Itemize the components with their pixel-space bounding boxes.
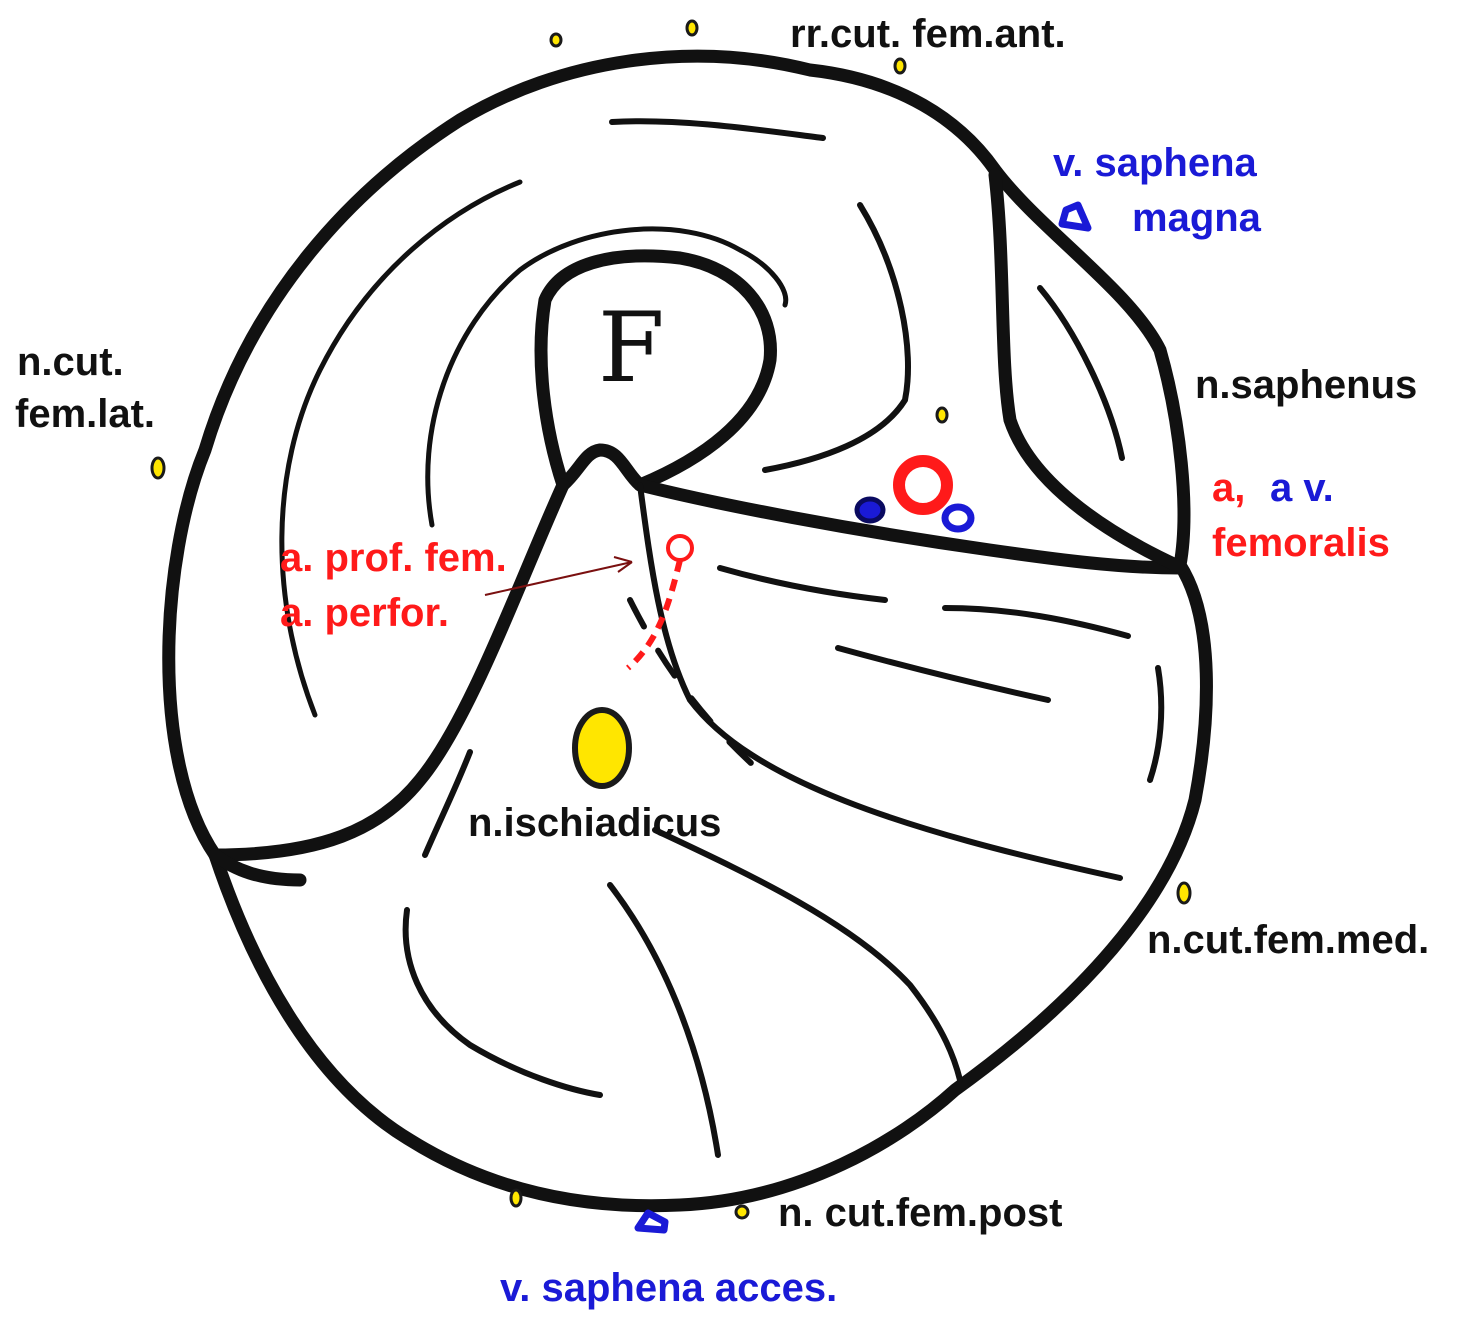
femur-label: F xyxy=(598,300,665,396)
adductor-line-2 xyxy=(945,608,1128,636)
nerve-dot-lateral xyxy=(152,458,164,478)
label-n-ischiadicus: n.ischiadicus xyxy=(468,803,721,843)
adductor-line-3 xyxy=(838,648,1048,700)
label-femoralis: femoralis xyxy=(1212,523,1390,563)
nerve-dot-top-2 xyxy=(687,21,697,35)
medial-triangle-inner xyxy=(1040,288,1122,458)
nerve-dot-top-1 xyxy=(551,34,561,46)
sartorius-line xyxy=(765,205,908,470)
anterior-muscle-line xyxy=(612,121,823,138)
posterior-line-3 xyxy=(610,885,718,1155)
label-a: a, xyxy=(1212,468,1245,508)
label-a-perfor: a. perfor. xyxy=(280,593,449,633)
label-magna: magna xyxy=(1132,198,1261,238)
deep-femoral-artery xyxy=(668,536,692,560)
sciatic-nerve xyxy=(575,710,629,786)
posterior-line-2 xyxy=(655,830,960,1080)
v-saphena-acces-icon xyxy=(638,1213,665,1230)
nerve-dot-post-2 xyxy=(736,1206,748,1218)
nerve-dot-saphenus xyxy=(937,408,947,422)
adductor-line-4 xyxy=(1150,668,1161,780)
nerve-dot-medial xyxy=(1178,883,1190,903)
label-n-cut-fem-med: n.cut.fem.med. xyxy=(1147,920,1429,960)
nerve-dot-top-3 xyxy=(895,59,905,73)
label-n-cut-fem-post: n. cut.fem.post xyxy=(778,1193,1062,1233)
label-fem-lat: fem.lat. xyxy=(15,394,155,434)
label-a-prof-fem: a. prof. fem. xyxy=(280,538,507,578)
label-v-saphena: v. saphena xyxy=(1053,143,1257,183)
label-n-cut: n.cut. xyxy=(17,342,124,382)
adductor-line-1 xyxy=(720,568,885,600)
nerve-dot-post-1 xyxy=(511,1190,521,1206)
label-n-saphenus: n.saphenus xyxy=(1195,365,1417,405)
pointer-arrow xyxy=(485,562,632,595)
lateral-compartment-inner-arc xyxy=(282,182,520,715)
v-saphena-magna-icon xyxy=(1062,205,1088,228)
femoral-vein-1 xyxy=(857,499,883,521)
posterior-line-4 xyxy=(406,910,600,1095)
femoral-artery xyxy=(899,461,947,509)
label-v-saphena-acces: v. saphena acces. xyxy=(500,1268,837,1308)
femoral-vein-2 xyxy=(945,507,971,529)
label-rr-cut-fem-ant: rr.cut. fem.ant. xyxy=(790,14,1066,54)
label-a-v: a v. xyxy=(1270,468,1334,508)
